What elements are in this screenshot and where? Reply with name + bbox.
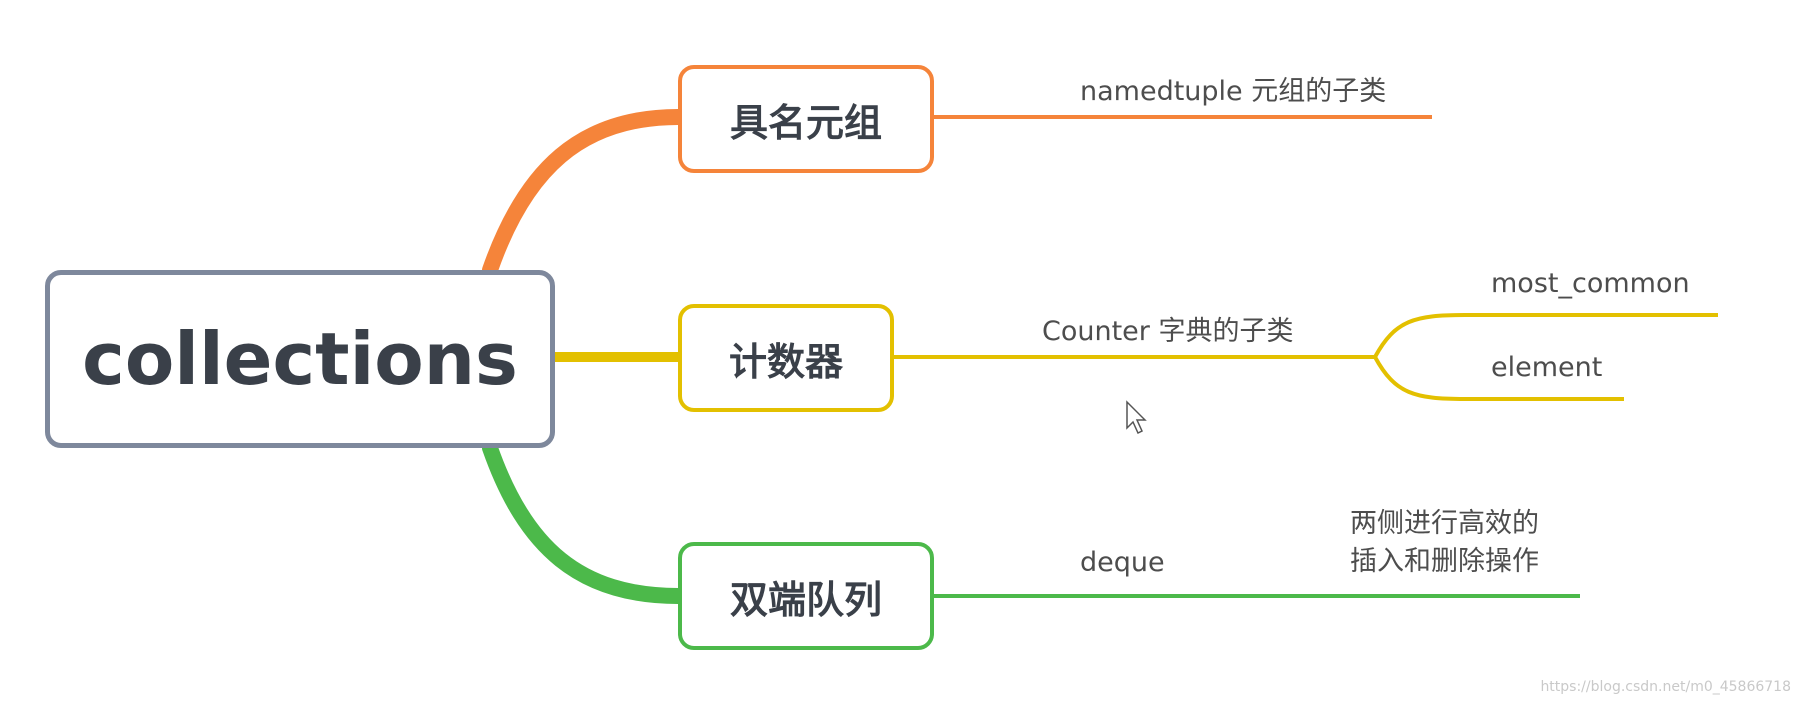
deque-note[interactable]: 两侧进行高效的 插入和删除操作: [1350, 505, 1539, 581]
counter-child-element[interactable]: element: [1491, 352, 1603, 383]
branch-node-counter[interactable]: 计数器: [678, 304, 894, 412]
connector-root-deque: [482, 440, 686, 604]
root-label: collections: [82, 317, 518, 401]
line-most-common: [1373, 313, 1718, 358]
branch-label-counter: 计数器: [728, 339, 843, 384]
watermark: https://blog.csdn.net/m0_45866718: [1540, 679, 1791, 695]
deque-note-line2: 插入和删除操作: [1350, 546, 1539, 577]
branch-node-deque[interactable]: 双端队列: [678, 542, 934, 650]
branch-label-namedtuple: 具名元组: [729, 100, 882, 145]
line-element: [1373, 356, 1624, 401]
detail-counter[interactable]: Counter 字典的子类: [1042, 316, 1294, 347]
detail-namedtuple[interactable]: namedtuple 元组的子类: [1080, 76, 1387, 107]
counter-child-most-common[interactable]: most_common: [1491, 268, 1690, 299]
deque-note-line1: 两侧进行高效的: [1350, 508, 1539, 539]
mouse-cursor-icon: [1126, 400, 1147, 435]
detail-deque[interactable]: deque: [1080, 547, 1165, 578]
branch-label-deque: 双端队列: [729, 577, 882, 622]
connector-root-namedtuple: [482, 109, 686, 278]
root-node[interactable]: collections: [45, 270, 555, 448]
branch-node-namedtuple[interactable]: 具名元组: [678, 65, 934, 173]
